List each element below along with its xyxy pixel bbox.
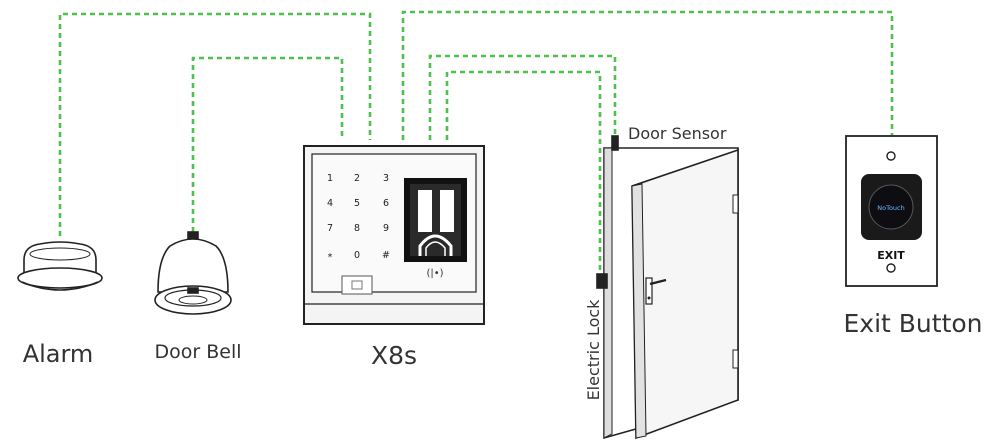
door-sensor-label: Door Sensor	[628, 124, 727, 143]
electric-lock-label: Electric Lock	[584, 299, 603, 401]
door-bell-label: Door Bell	[154, 341, 241, 363]
x8s-device: 1 2 3 4 5 6 7 8 9 * 0 # (|•)	[303, 145, 485, 325]
card-icon	[341, 275, 373, 295]
key-8: 8	[354, 223, 360, 234]
key-star: *	[328, 252, 333, 263]
fingerprint-sensor-icon	[404, 178, 467, 262]
x8s-keypad: 1 2 3 4 5 6 7 8 9 * 0 #	[327, 173, 390, 263]
key-1: 1	[327, 173, 333, 184]
rfid-symbol: (|•)	[426, 268, 443, 279]
key-0: 0	[354, 250, 360, 261]
key-6: 6	[383, 198, 389, 209]
door-bell-device	[154, 231, 232, 315]
wire-door-bell	[191, 56, 344, 232]
key-5: 5	[354, 198, 360, 209]
screw-bottom-icon	[886, 263, 896, 273]
wire-door-sensor	[428, 54, 617, 140]
key-9: 9	[383, 223, 389, 234]
door	[596, 135, 739, 440]
exit-button-label: Exit Button	[843, 309, 982, 338]
touch-sensor-icon	[868, 184, 914, 230]
exit-button-device: NoTouch EXIT	[845, 135, 938, 287]
key-4: 4	[327, 198, 333, 209]
exit-brand: NoTouch	[877, 204, 905, 212]
alarm-label: Alarm	[23, 340, 94, 368]
wire-alarm	[58, 12, 372, 236]
wire-electric-lock	[445, 70, 602, 272]
key-3: 3	[383, 173, 389, 184]
alarm-device	[17, 241, 103, 291]
wiring	[58, 10, 894, 272]
exit-plate-label: EXIT	[877, 249, 905, 262]
key-hash: #	[382, 250, 390, 261]
wire-exit-button	[401, 10, 894, 140]
key-2: 2	[354, 173, 360, 184]
key-7: 7	[327, 223, 333, 234]
screw-top-icon	[886, 151, 896, 161]
device-label: X8s	[371, 341, 417, 370]
